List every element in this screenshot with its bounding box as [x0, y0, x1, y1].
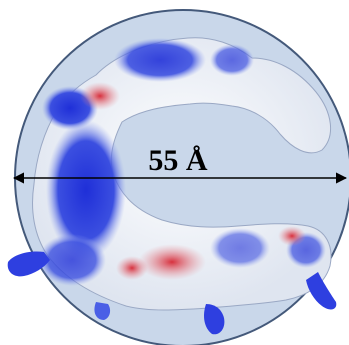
diameter-label: 55 Å — [148, 144, 208, 177]
protein-surface — [7, 37, 337, 335]
